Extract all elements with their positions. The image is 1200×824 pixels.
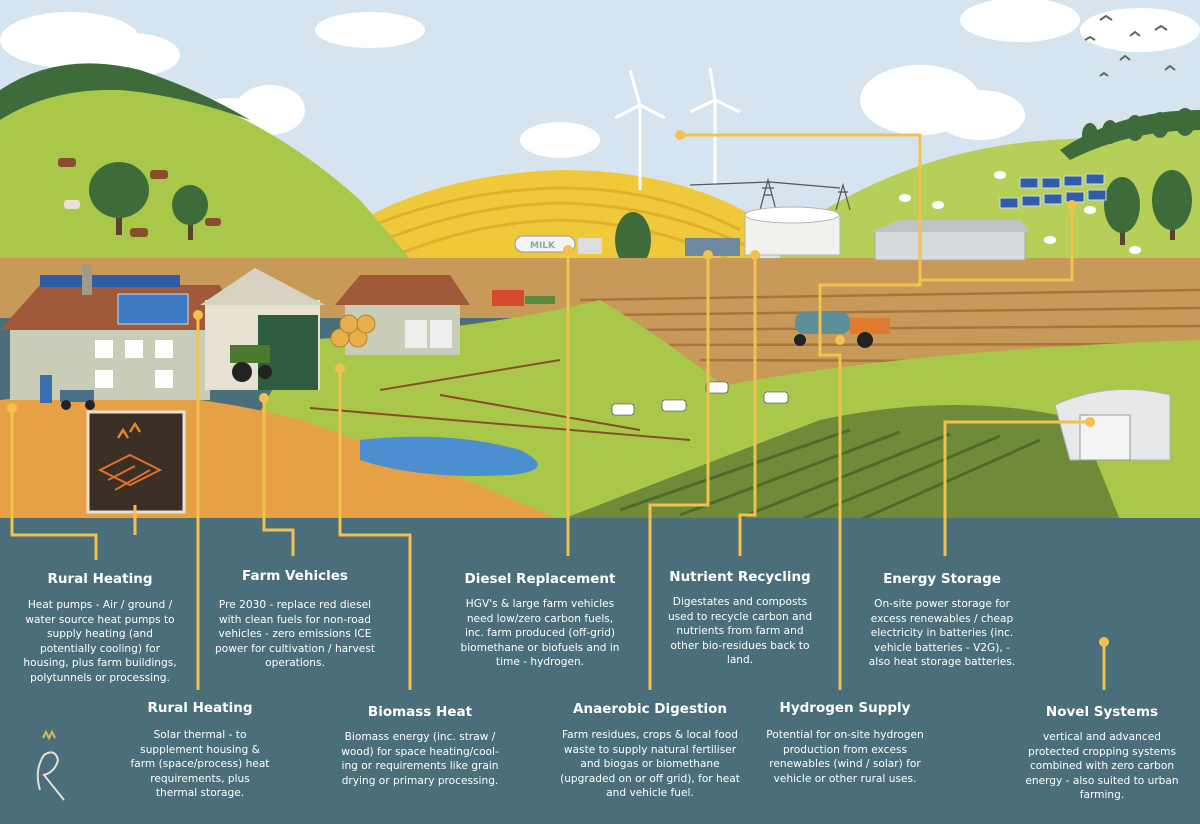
birds (1084, 14, 1176, 77)
fences (309, 359, 691, 441)
cows-pasture (611, 381, 789, 416)
trees (89, 108, 1195, 285)
section-title-hydrogen-supply: Hydrogen Supply (779, 700, 911, 716)
section-title-novel-systems: Novel Systems (1045, 704, 1159, 720)
pylons (689, 177, 851, 211)
section-body-farm-vehicles: Pre 2030 - replace red diesel with clean… (214, 599, 375, 670)
solar-farm (999, 173, 1107, 209)
section-body-novel-systems: vertical and advanced protected cropping… (1025, 731, 1179, 802)
section-body-nutrient-recycling: Digestates and composts used to recycle … (667, 596, 813, 667)
ground-source-inset (86, 410, 186, 514)
section-title-anaerobic-digestion: Anaerobic Digestion (573, 701, 727, 717)
milk-tanker-label: MILK (530, 241, 556, 251)
section-body-diesel-replacement: HGV's & large farm vehicles need low/zer… (460, 598, 620, 669)
wind-turbines (614, 67, 741, 190)
section-title-farm-vehicles: Farm Vehicles (242, 568, 348, 584)
section-body-hydrogen-supply: Potential for on-site hydrogen productio… (766, 729, 924, 785)
section-title-biomass-heat: Biomass Heat (367, 704, 473, 720)
section-title-rural-heating-pumps: Rural Heating (47, 571, 153, 587)
section-title-energy-storage: Energy Storage (883, 571, 1001, 587)
crop-rows (619, 428, 1041, 522)
info-panel (0, 518, 1200, 824)
section-title-diesel-replacement: Diesel Replacement (464, 571, 616, 587)
field-stripes (349, 186, 746, 264)
polytunnel (1054, 388, 1171, 461)
brand-logo (36, 729, 65, 801)
pond (360, 436, 538, 476)
section-body-biomass-heat: Biomass energy (inc. straw / wood) for s… (341, 731, 499, 787)
connector-dots (7, 130, 1109, 647)
section-title-nutrient-recycling: Nutrient Recycling (669, 569, 811, 585)
section-body-anaerobic-digestion: Farm residues, crops & local food waste … (560, 729, 740, 800)
hay-bales (330, 314, 376, 348)
left-hill-dark (0, 63, 250, 120)
sheep (899, 171, 1141, 254)
section-body-rural-heating-solar: Solar thermal - to supplement housing & … (130, 729, 270, 800)
section-body-rural-heating-pumps: Heat pumps - Air / ground / water source… (23, 599, 177, 684)
cattle-left-hill (58, 158, 221, 237)
left-hill (0, 74, 420, 271)
clouds (0, 0, 1200, 158)
section-title-rural-heating-solar: Rural Heating (147, 700, 253, 716)
vehicles: MILK (40, 235, 890, 410)
section-body-energy-storage: On-site power storage for excess renewab… (868, 598, 1016, 669)
farm-buildings (0, 206, 1030, 400)
connector-lines (10, 133, 1106, 690)
